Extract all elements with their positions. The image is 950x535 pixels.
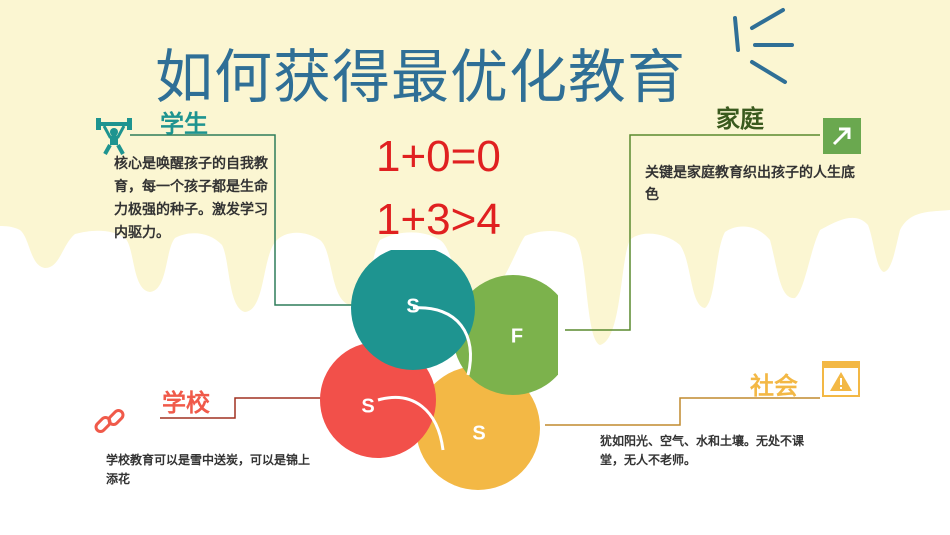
family-label: 家庭 <box>716 105 764 133</box>
ssfs-petal-diagram <box>320 250 558 490</box>
school-description: 学校教育可以是雪中送炭，可以是锦上添花 <box>106 453 311 486</box>
weightlifter-icon <box>96 118 132 155</box>
warning-icon <box>822 361 860 397</box>
society-description: 犹如阳光、空气、水和土壤。无处不课堂，无人不老师。 <box>600 434 805 467</box>
student-label: 学生 <box>160 110 208 138</box>
petal-label-s1: S <box>406 295 420 318</box>
petal-label-f: F <box>510 325 524 348</box>
petal-yellow <box>416 366 540 490</box>
school-label: 学校 <box>162 389 210 417</box>
society-label: 社会 <box>750 372 798 400</box>
equation-1: 1+0=0 <box>376 132 501 181</box>
family-description: 关键是家庭教育织出孩子的人生底色 <box>645 165 855 203</box>
petal-green <box>453 275 558 395</box>
petal-label-s2: S <box>361 395 375 418</box>
student-description: 核心是唤醒孩子的自我教育，每一个孩子都是生命力极强的种子。激发学习内驱力。 <box>114 156 268 241</box>
equation-2: 1+3>4 <box>376 195 501 244</box>
chain-link-icon <box>94 409 125 433</box>
arrow-up-right-icon <box>823 118 861 154</box>
petal-teal <box>351 250 475 370</box>
page-title: 如何获得最优化教育 <box>155 43 687 111</box>
petal-label-s3: S <box>472 422 486 445</box>
